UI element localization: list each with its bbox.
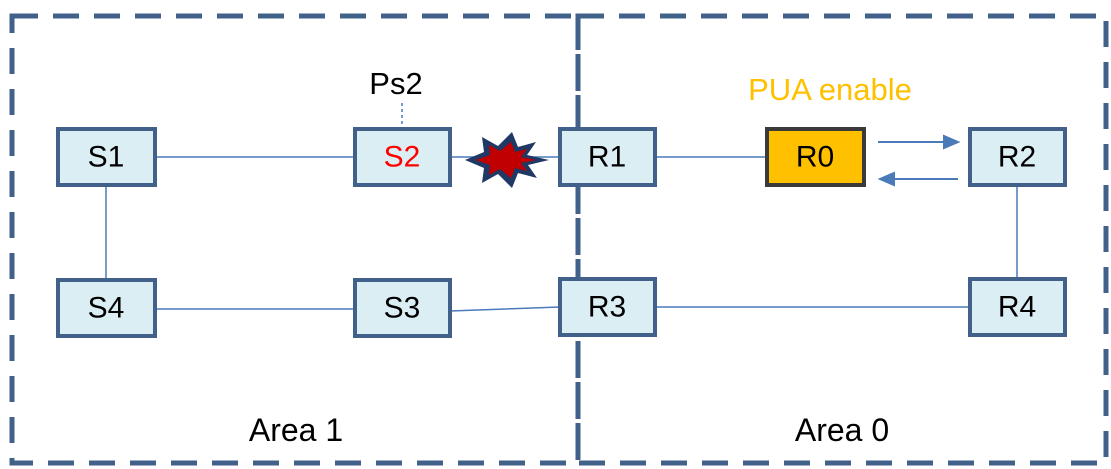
router-s3[interactable]: S3: [353, 278, 452, 338]
link-failure-icon: [465, 132, 549, 188]
router-r3-label: R3: [588, 291, 626, 324]
router-r0-label: R0: [796, 141, 834, 174]
arrow-r2-to-r0-head: [877, 171, 895, 187]
exchange-arrows: [877, 134, 961, 187]
pua-enable-label: PUA enable: [748, 72, 912, 107]
area-1-label: Area 1: [249, 412, 343, 448]
area-1-border: [9, 13, 581, 466]
links: [105, 156, 1018, 312]
arrow-r0-to-r2-head: [943, 134, 961, 150]
router-s2[interactable]: S2: [353, 127, 452, 187]
router-s4-label: S4: [88, 292, 125, 325]
router-r3[interactable]: R3: [558, 277, 657, 337]
router-r4-label: R4: [998, 291, 1036, 324]
router-s1-label: S1: [88, 141, 125, 174]
link-s3-r3: [449, 306, 561, 312]
router-s3-label: S3: [384, 292, 421, 325]
router-r2-label: R2: [998, 141, 1036, 174]
area-0-label: Area 0: [795, 412, 889, 448]
router-r2[interactable]: R2: [968, 127, 1067, 187]
router-r4[interactable]: R4: [968, 277, 1067, 337]
router-r1-label: R1: [588, 141, 626, 174]
router-s4[interactable]: S4: [56, 278, 157, 338]
router-s2-label: S2: [384, 141, 421, 174]
router-s1[interactable]: S1: [56, 127, 157, 187]
ps2-label: Ps2: [369, 66, 422, 101]
router-r1[interactable]: R1: [558, 127, 657, 187]
router-r0[interactable]: R0: [765, 127, 866, 187]
